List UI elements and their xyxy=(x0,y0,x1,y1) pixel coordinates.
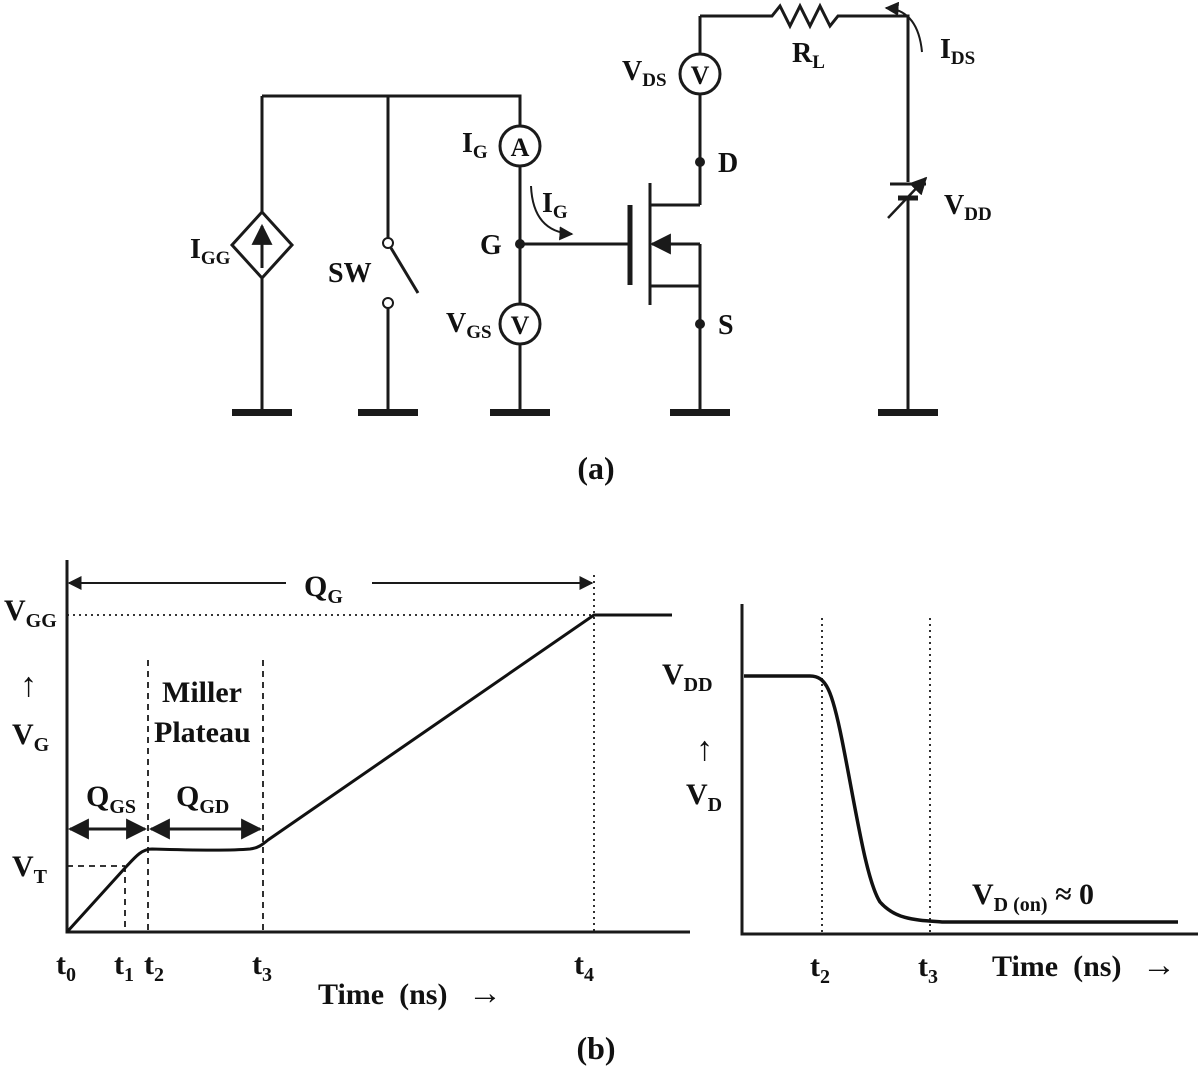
t1-label: t1 xyxy=(114,948,134,986)
top-rail-wire xyxy=(262,94,522,126)
switch-sw xyxy=(382,237,420,309)
caption-b: (b) xyxy=(576,1030,615,1066)
drain-t3-label: t3 xyxy=(918,950,938,988)
current-source-igg xyxy=(229,209,295,281)
qgs-label: QGS xyxy=(86,780,136,818)
ground-symbol xyxy=(232,409,292,416)
qg-label: QG xyxy=(304,570,343,608)
drain-voltage-curve xyxy=(744,674,1178,924)
miller-label-line1: Miller xyxy=(162,676,242,709)
gate-x-axis-arrow: → xyxy=(468,975,502,1012)
ammeter: A xyxy=(498,124,542,168)
sw-label: SW xyxy=(328,258,372,289)
ig-current-arrow xyxy=(530,185,574,241)
svg-text:V: V xyxy=(691,61,710,90)
t4-label: t4 xyxy=(574,948,594,986)
vdd-label: VDD xyxy=(944,190,992,225)
drain-plot-axes xyxy=(740,604,1198,936)
vdd-level-label: VDD xyxy=(662,658,713,696)
ids-label: IDS xyxy=(940,34,975,69)
vd-on-label: VD (on) ≈ 0 xyxy=(972,878,1094,916)
vd-axis-label: VD xyxy=(686,778,722,816)
svg-text:V: V xyxy=(511,311,530,340)
vt-label: VT xyxy=(12,850,48,888)
source-node-dot xyxy=(695,319,705,329)
gate-voltage-plot: QG VGG ↑ VG Miller Plateau QGS QGD VT t0… xyxy=(4,560,690,1012)
ids-current-arrow xyxy=(884,1,923,53)
drain-t2-label: t2 xyxy=(810,950,830,988)
mosfet xyxy=(520,183,700,305)
ground-symbol xyxy=(878,409,938,416)
circuit-diagram: IGG SW A IG G IG V VGS xyxy=(190,1,992,416)
vd-up-arrow: ↑ xyxy=(696,731,713,768)
vg-up-arrow: ↑ xyxy=(20,667,37,704)
source-label: S xyxy=(718,310,734,341)
t0-label: t0 xyxy=(56,948,76,986)
voltmeter-vgs: V xyxy=(498,302,542,346)
vds-label: VDS xyxy=(622,56,667,91)
svg-text:A: A xyxy=(511,133,530,162)
load-resistor-rl xyxy=(700,2,910,182)
variable-supply-vdd xyxy=(887,176,928,219)
rl-label: RL xyxy=(792,38,825,73)
drain-node-dot xyxy=(695,157,705,167)
ground-symbol xyxy=(490,409,550,416)
ig-meter-label: IG xyxy=(462,128,488,163)
igg-label: IGG xyxy=(190,234,231,269)
voltmeter-vds: V xyxy=(678,52,722,96)
gate-label: G xyxy=(480,230,502,261)
ground-symbol xyxy=(358,409,418,416)
gate-x-axis-label: Time (ns) xyxy=(318,978,447,1011)
ground-symbol xyxy=(670,409,730,416)
caption-a: (a) xyxy=(577,450,614,486)
miller-label-line2: Plateau xyxy=(154,716,251,749)
vgs-label: VGS xyxy=(446,308,492,343)
qgd-label: QGD xyxy=(176,780,229,818)
gate-voltage-curve xyxy=(65,613,672,934)
drain-voltage-plot: VDD ↑ VD VD (on) ≈ 0 t2 t3 Time (ns) → xyxy=(662,604,1198,988)
drain-label: D xyxy=(718,148,738,179)
t2-label: t2 xyxy=(144,948,164,986)
t3-label: t3 xyxy=(252,948,272,986)
qg-label-bg xyxy=(286,565,372,603)
drain-x-axis-arrow: → xyxy=(1142,947,1176,984)
vg-axis-label: VG xyxy=(12,718,50,756)
drain-x-axis-label: Time (ns) xyxy=(992,950,1121,983)
vgg-label: VGG xyxy=(4,594,57,632)
ig-arrow-label: IG xyxy=(542,188,568,223)
